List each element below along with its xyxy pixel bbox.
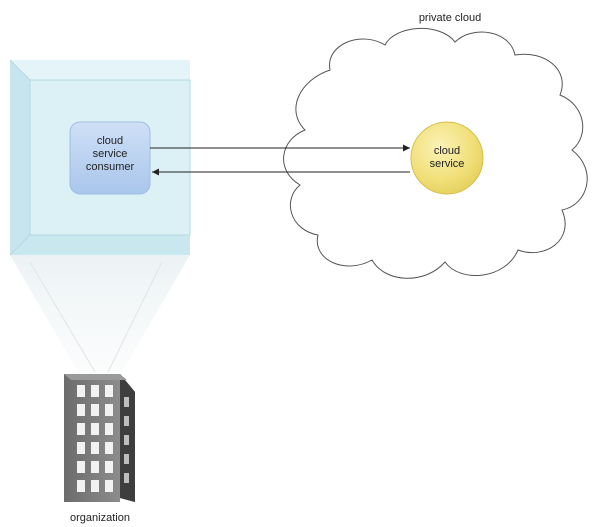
service-label-line-1: cloud: [433, 145, 461, 157]
consumer-label-line-2: service: [92, 148, 128, 160]
consumer-label-line-1: cloud: [96, 135, 124, 147]
projection-beam: [10, 255, 190, 375]
organization-label: organization: [70, 512, 130, 524]
service-label-line-2: service: [429, 158, 465, 170]
cloud-service-consumer-label: cloud service consumer: [70, 135, 150, 174]
cloud-service-label: cloud service: [414, 145, 480, 171]
private-cloud-label: private cloud: [418, 12, 482, 24]
consumer-label-line-3: consumer: [85, 161, 135, 173]
cloud-service-node: [410, 121, 484, 195]
building-icon: [64, 374, 135, 502]
cloud-service-consumer-node: [69, 121, 151, 195]
